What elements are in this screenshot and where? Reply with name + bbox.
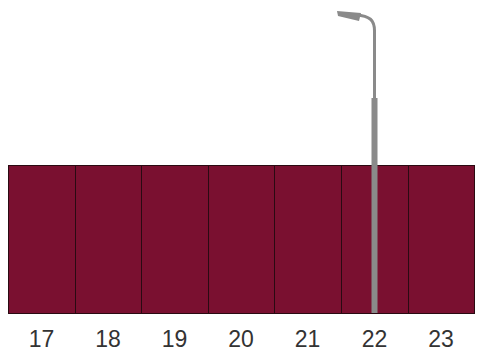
plot-number: 21 — [274, 326, 341, 352]
plot-box: 22 — [341, 165, 408, 313]
plot-fill — [275, 166, 342, 314]
plot-fill — [209, 166, 275, 314]
plot-number: 17 — [8, 326, 75, 352]
street-lamp — [337, 11, 378, 313]
plot-box: 19 — [141, 165, 208, 313]
plot-box: 21 — [274, 165, 341, 313]
plot-box: 23 — [408, 165, 474, 313]
lamp-pole — [372, 98, 378, 313]
plot-box: 20 — [208, 165, 274, 313]
plot-box: 18 — [75, 165, 141, 313]
plot-fill — [76, 166, 142, 314]
plot-number: 22 — [341, 326, 408, 352]
plot-fill — [142, 166, 209, 314]
plot-row — [9, 166, 475, 314]
plot-box: 17 — [8, 165, 75, 313]
plot-fill — [9, 166, 76, 314]
lamp-pole-upper — [373, 30, 376, 100]
lamp-head — [337, 11, 361, 21]
plot-number: 20 — [208, 326, 274, 352]
plot-number: 23 — [408, 326, 474, 352]
plot-fill — [409, 166, 475, 314]
plot-number: 18 — [75, 326, 141, 352]
plot-number: 19 — [141, 326, 208, 352]
